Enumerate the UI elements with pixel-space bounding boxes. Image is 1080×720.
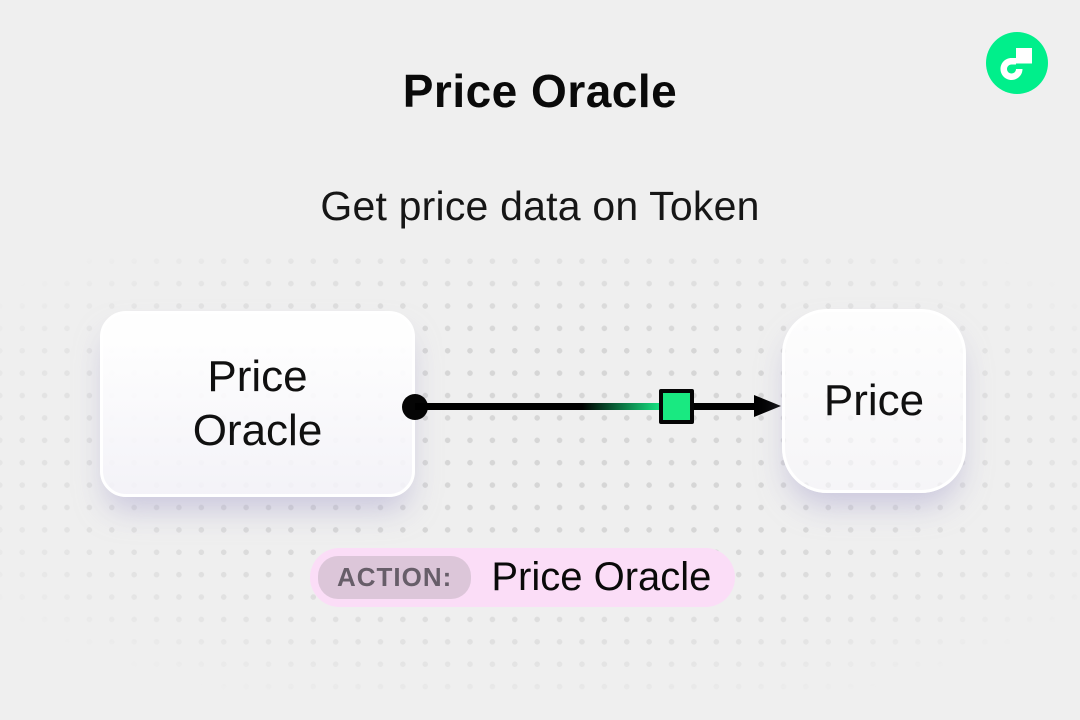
edge-arrowhead-icon (754, 395, 781, 417)
node-price-oracle: Price Oracle (100, 311, 415, 497)
node-price: Price (782, 309, 966, 493)
edge-line-segment (415, 403, 676, 410)
edge-marker-square-icon (659, 389, 694, 424)
flow-logo-icon (986, 32, 1048, 94)
node-price-label: Price (823, 376, 925, 425)
action-badge: ACTION: (318, 556, 472, 599)
action-bar: ACTION: Price Oracle (310, 548, 736, 607)
action-value: Price Oracle (491, 555, 712, 599)
page-title: Price Oracle (402, 65, 678, 117)
node-price-oracle-label: Price Oracle (192, 352, 323, 455)
edge-line-segment (676, 403, 760, 410)
page-subtitle: Get price data on Token (320, 183, 760, 229)
